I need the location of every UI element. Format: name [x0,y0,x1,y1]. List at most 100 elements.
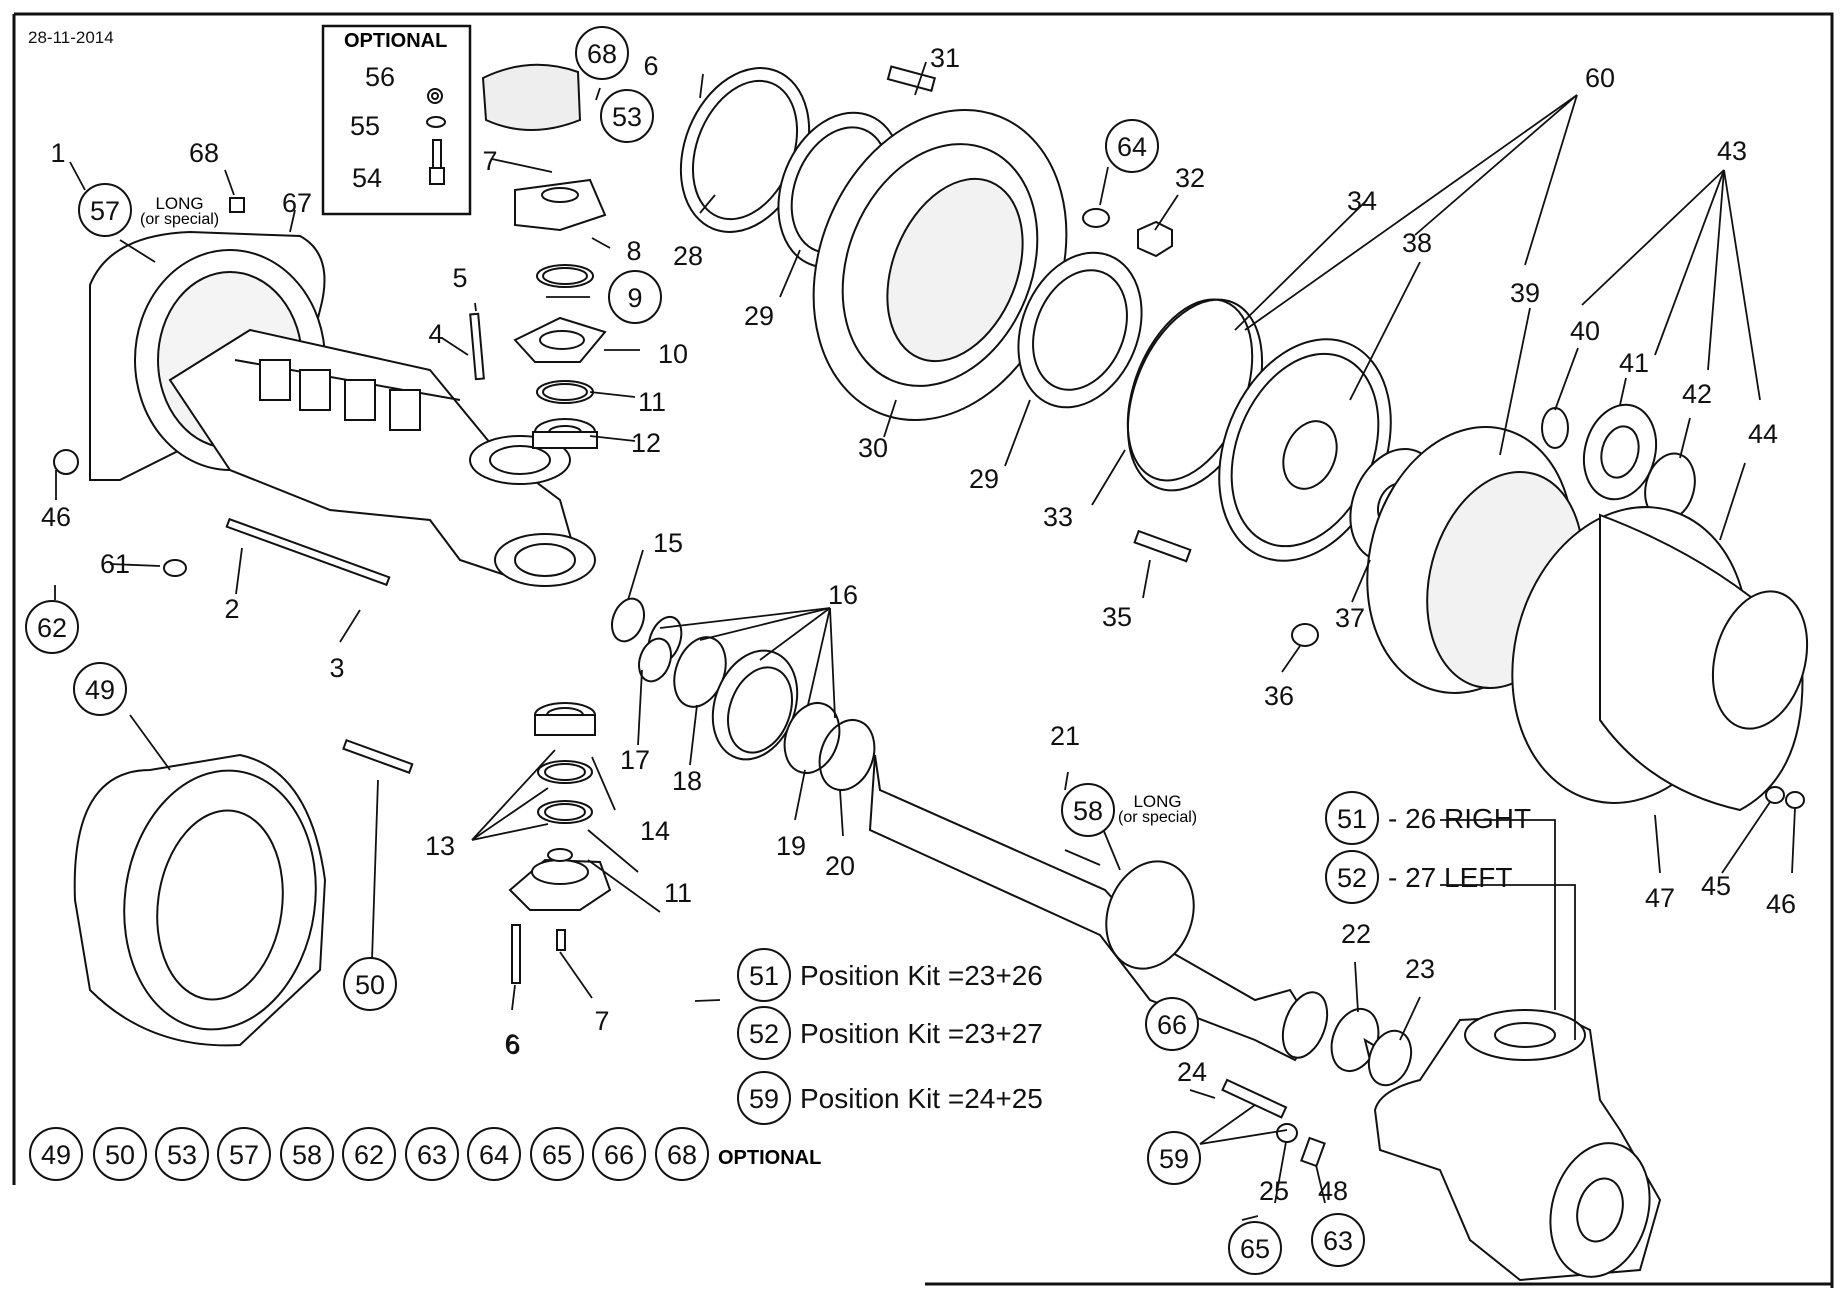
side-number: 52 [1337,863,1367,893]
part-label: 45 [1701,871,1731,901]
part-label: 23 [1405,954,1435,984]
part-label: 29 [969,464,999,494]
kit-text-59: Position Kit =24+25 [800,1083,1043,1114]
optional-item: 68 [667,1140,697,1170]
optional-item: 63 [417,1140,447,1170]
leader-lines [54,61,1796,1221]
drawing-frame [12,12,1834,1288]
optional-item: 49 [41,1140,71,1170]
part-label: 35 [1102,602,1132,632]
part-label: 55 [350,111,380,141]
kit-circles: 51 52 59 51 52 [737,791,1379,1125]
side-text-left: - 27 LEFT [1388,862,1513,893]
optional-item: 58 [292,1140,322,1170]
part-label: 43 [1717,136,1747,166]
part-label: 24 [1177,1057,1207,1087]
part-label: 31 [930,43,960,73]
part-label: 54 [352,163,382,193]
part-label: 29 [744,301,774,331]
optional-item: 57 [229,1140,259,1170]
circled-labels: 9 49 50 53 57 58 59 62 63 64 65 66 68 [25,26,1365,1275]
part-label: 68 [189,138,219,168]
part-label: 32 [1175,163,1205,193]
part-label: 37 [1335,603,1365,633]
part-label: 48 [1318,1176,1348,1206]
long-note-line2: (or special) [140,211,220,228]
part-label: 61 [100,549,130,579]
part-label: 15 [653,528,683,558]
optional-row-label: OPTIONAL [718,1147,822,1169]
part-label: 22 [1341,919,1371,949]
part-label: 34 [1347,186,1377,216]
circled-label: 65 [1240,1234,1270,1264]
part-label: 46 [1766,889,1796,919]
circled-label: 9 [627,283,642,313]
optional-item: 53 [167,1140,197,1170]
circled-label: 50 [355,970,385,1000]
part-label: 46 [41,502,71,532]
long-note-57: LONG (or special) [140,195,220,228]
side-number: 51 [1337,804,1367,834]
circled-label: 59 [1159,1144,1189,1174]
part-label: 4 [428,319,443,349]
optional-item: 64 [479,1140,509,1170]
part-label: 12 [631,428,661,458]
part-label: 25 [1259,1176,1289,1206]
part-label: 1 [50,138,65,168]
part-label: 7 [594,1006,609,1036]
part-label: 38 [1402,228,1432,258]
part-label: 19 [776,831,806,861]
part-label: 17 [620,745,650,775]
circled-label: 57 [90,196,120,226]
part-label: 33 [1043,502,1073,532]
circled-label: 68 [587,39,617,69]
circled-label: 53 [612,102,642,132]
part-label: 2 [224,594,239,624]
circled-label: 62 [37,613,67,643]
optional-item: 66 [604,1140,634,1170]
part-label: 20 [825,851,855,881]
part-label: 6 [505,1030,520,1060]
circled-label: 49 [85,675,115,705]
optional-item: 50 [105,1140,135,1170]
part-label: 11 [638,387,666,417]
part-label: 60 [1585,63,1615,93]
part-label: 28 [673,241,703,271]
part-label: 67 [282,188,312,218]
part-label: 7 [482,146,497,176]
part-label: 41 [1619,348,1649,378]
part-label: 14 [640,816,670,846]
circled-label: 63 [1323,1226,1353,1256]
optional-row: 49 50 53 57 58 62 63 64 65 66 68 [29,1127,709,1181]
part-number-labels: 1 2 3 4 5 6 6 7 7 8 10 11 11 12 13 14 15… [41,43,1796,1206]
part-label: 6 [643,51,658,81]
part-label: 21 [1050,721,1080,751]
part-label: 3 [329,653,344,683]
drawing-date: 28-11-2014 [28,28,114,47]
part-label: 11 [664,878,692,908]
kit-number: 52 [749,1019,779,1049]
long-note-58: LONG (or special) [1118,792,1197,826]
long-note-line1: LONG [1133,792,1182,811]
kit-text-51: Position Kit =23+26 [800,960,1043,991]
circled-label: 58 [1073,796,1103,826]
optional-item: 65 [542,1140,572,1170]
part-label: 18 [672,766,702,796]
part-label: 16 [828,580,858,610]
part-label: 47 [1645,883,1675,913]
part-label: 10 [658,339,688,369]
part-label: 39 [1510,278,1540,308]
part-label: 44 [1748,419,1778,449]
kit-number: 59 [749,1084,779,1114]
part-label: 40 [1570,316,1600,346]
kit-number: 51 [749,961,779,991]
part-label: 6 [504,1029,519,1059]
optional-box [321,24,472,216]
part-label: 56 [365,62,395,92]
circled-label: 66 [1157,1010,1187,1040]
side-text-right: - 26 RIGHT [1388,803,1532,834]
part-label: 13 [425,831,455,861]
kit-text-52: Position Kit =23+27 [800,1018,1043,1049]
part-label: 8 [626,236,641,266]
part-label: 42 [1682,379,1712,409]
